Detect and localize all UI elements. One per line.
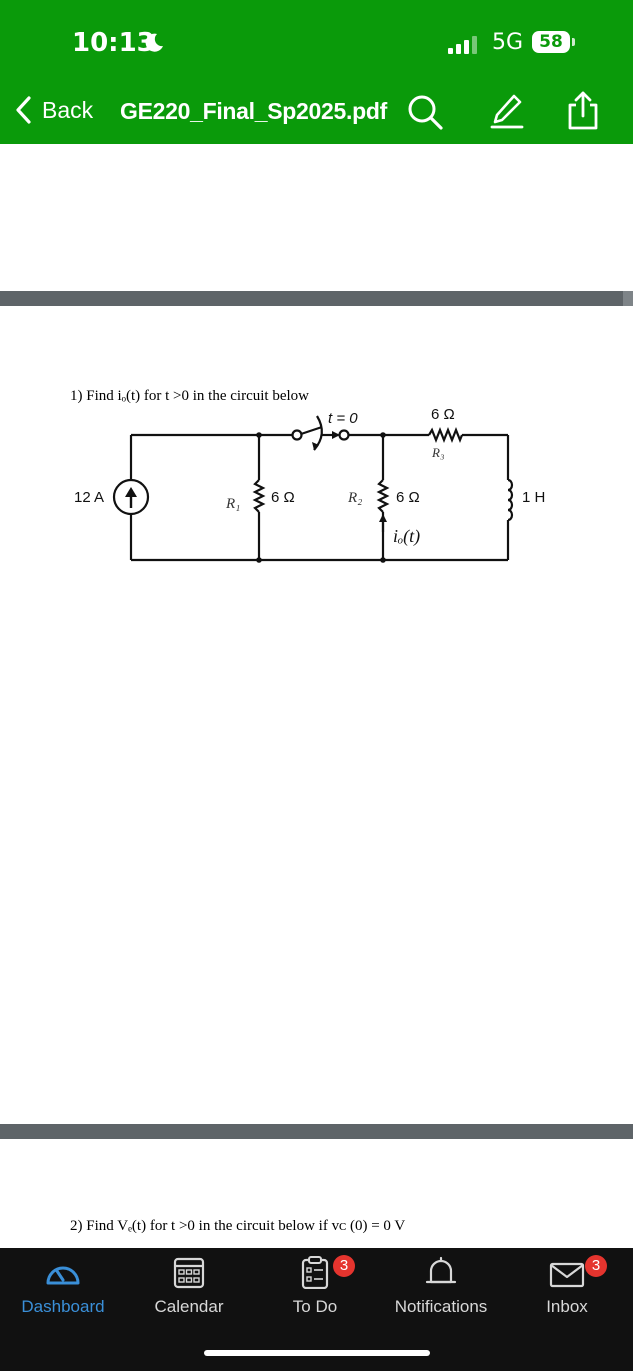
- todo-badge: 3: [333, 1255, 355, 1277]
- tab-inbox[interactable]: 3 Inbox: [504, 1255, 630, 1316]
- switch-label: t = 0: [328, 410, 358, 427]
- chevron-left-icon: [16, 96, 31, 124]
- tab-label: To Do: [292, 1297, 338, 1316]
- tab-label: Inbox: [546, 1297, 588, 1316]
- inbox-icon: [549, 1262, 585, 1288]
- tab-label: Dashboard: [21, 1297, 105, 1316]
- tab-label: Notifications: [394, 1297, 488, 1316]
- question-1: 1) Find iₒ(t) for t >0 in the circuit be…: [70, 388, 309, 404]
- signal-icon: [448, 36, 477, 54]
- todo-icon: [301, 1256, 329, 1289]
- tab-dashboard[interactable]: Dashboard: [0, 1255, 126, 1316]
- r3-label: R₃: [431, 445, 444, 460]
- tab-todo[interactable]: 3 To Do: [252, 1255, 378, 1316]
- battery-nub: [572, 38, 575, 46]
- r2-value: 6 Ω: [396, 489, 420, 506]
- back-label: Back: [42, 96, 94, 123]
- search-icon[interactable]: [405, 92, 445, 132]
- calendar-icon: [173, 1257, 205, 1289]
- inbox-badge: 3: [585, 1255, 607, 1277]
- page-separator: [0, 291, 633, 306]
- document-title: GE220_Final_Sp2025.pdf: [120, 98, 387, 124]
- current-label: iₒ(t): [393, 526, 420, 547]
- status-time: 10:13: [72, 28, 155, 58]
- page-separator: [0, 1124, 633, 1139]
- source-label: 12 A: [74, 489, 104, 506]
- r1-value: 6 Ω: [271, 489, 295, 506]
- circuit-diagram: 12 A t = 0 R₁ 6 Ω R₂ 6 Ω 6 Ω R₃ 1 H iₒ(t…: [74, 406, 545, 563]
- r2-label: R₂: [347, 490, 362, 506]
- moon-icon: [145, 33, 163, 52]
- tab-calendar[interactable]: Calendar: [126, 1255, 252, 1316]
- question-2: 2) Find Vₑ(t) for t >0 in the circuit be…: [70, 1218, 406, 1234]
- share-icon[interactable]: [565, 90, 601, 132]
- tab-notifications[interactable]: Notifications: [378, 1255, 504, 1316]
- bell-icon: [425, 1256, 457, 1284]
- network-type: 5G: [492, 30, 524, 55]
- dashboard-icon: [46, 1266, 80, 1285]
- r3-value: 6 Ω: [431, 406, 455, 423]
- pen-icon[interactable]: [490, 92, 524, 130]
- home-indicator[interactable]: [204, 1350, 430, 1356]
- app-header: [0, 0, 633, 144]
- inductor-label: 1 H: [522, 489, 545, 506]
- battery-level: 58: [539, 32, 563, 52]
- back-button[interactable]: Back: [14, 92, 93, 128]
- pdf-viewer[interactable]: [0, 144, 633, 1248]
- battery-icon: 58: [532, 31, 570, 53]
- tab-label: Calendar: [154, 1297, 224, 1316]
- scroll-indicator[interactable]: [623, 291, 633, 306]
- r1-label: R₁: [225, 496, 240, 512]
